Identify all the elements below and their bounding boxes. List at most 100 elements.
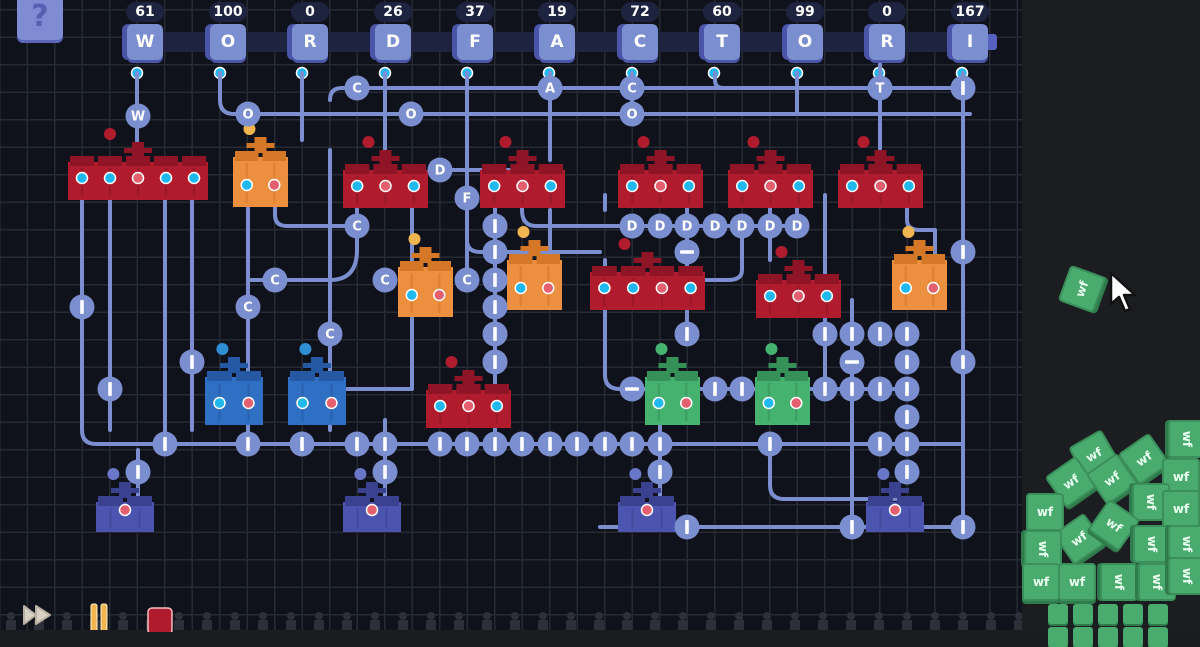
- input-port[interactable]: [405, 288, 418, 302]
- input-port[interactable]: [240, 178, 253, 192]
- letter-slot-r[interactable]: R: [292, 24, 328, 60]
- letter-slot-c[interactable]: C: [622, 24, 658, 60]
- slot-count: 167: [951, 2, 989, 22]
- output-port[interactable]: [680, 396, 693, 410]
- input-port[interactable]: [763, 289, 777, 303]
- factory-navy[interactable]: [618, 468, 676, 532]
- output-port[interactable]: [764, 179, 777, 193]
- input-port[interactable]: [159, 171, 173, 185]
- factory-red[interactable]: [728, 136, 813, 208]
- input-port[interactable]: [820, 289, 834, 303]
- input-port[interactable]: [75, 171, 89, 185]
- factory-red[interactable]: [618, 136, 703, 208]
- factory-red[interactable]: [480, 136, 565, 208]
- letter-token: [812, 376, 838, 402]
- input-port[interactable]: [296, 396, 309, 410]
- input-port[interactable]: [902, 179, 916, 193]
- input-port[interactable]: [103, 171, 117, 185]
- output-port[interactable]: [462, 399, 475, 413]
- input-port[interactable]: [625, 179, 639, 193]
- letter-slot-f[interactable]: F: [457, 24, 493, 60]
- output-port[interactable]: [888, 503, 902, 517]
- input-port[interactable]: [626, 281, 640, 295]
- input-port[interactable]: [598, 281, 611, 295]
- letter-token: [839, 514, 865, 540]
- word-tile: wf: [1100, 563, 1138, 601]
- input-port[interactable]: [514, 281, 527, 295]
- input-port[interactable]: [490, 399, 504, 413]
- input-port[interactable]: [187, 171, 201, 185]
- factory-navy[interactable]: [96, 468, 154, 532]
- output-port[interactable]: [242, 396, 255, 410]
- input-port[interactable]: [487, 179, 501, 193]
- letter-token: [894, 459, 920, 485]
- input-port[interactable]: [762, 396, 775, 410]
- factory-green[interactable]: [645, 343, 700, 425]
- svg-text:D: D: [765, 220, 776, 235]
- output-port[interactable]: [433, 288, 446, 302]
- output-port[interactable]: [927, 281, 940, 295]
- factory-navy[interactable]: [866, 468, 924, 532]
- output-port[interactable]: [118, 503, 132, 517]
- letter-token: O: [235, 101, 261, 127]
- input-port[interactable]: [213, 396, 226, 410]
- output-port[interactable]: [640, 503, 654, 517]
- factory-orange[interactable]: [507, 226, 562, 310]
- input-port[interactable]: [845, 179, 859, 193]
- pause-button[interactable]: [86, 602, 114, 630]
- output-port[interactable]: [365, 503, 379, 517]
- input-port[interactable]: [682, 179, 696, 193]
- output-port[interactable]: [379, 179, 392, 193]
- output-port[interactable]: [516, 179, 529, 193]
- input-port[interactable]: [433, 399, 447, 413]
- input-port[interactable]: [735, 179, 749, 193]
- letter-slot-d[interactable]: D: [375, 24, 411, 60]
- letter-token: [289, 431, 315, 457]
- output-port[interactable]: [268, 178, 281, 192]
- factory-blue[interactable]: [288, 343, 346, 425]
- output-port[interactable]: [654, 179, 667, 193]
- input-port[interactable]: [652, 396, 665, 410]
- letter-slot-o[interactable]: O: [210, 24, 246, 60]
- output-port[interactable]: [655, 281, 669, 295]
- input-port[interactable]: [407, 179, 421, 193]
- letter-slot-i[interactable]: I: [952, 24, 988, 60]
- letter-slot-o[interactable]: O: [787, 24, 823, 60]
- letter-slot-t[interactable]: T: [704, 24, 740, 60]
- factory-blue[interactable]: [205, 343, 263, 425]
- factory-orange[interactable]: [892, 226, 947, 310]
- letter-slot-a[interactable]: A: [539, 24, 575, 60]
- input-port[interactable]: [684, 281, 697, 295]
- factory-red[interactable]: [426, 356, 511, 428]
- factory-red[interactable]: [343, 136, 428, 208]
- letter-token: [757, 431, 783, 457]
- input-port[interactable]: [544, 179, 558, 193]
- factory-red[interactable]: [756, 246, 841, 318]
- letter-token: D: [702, 213, 728, 239]
- input-port[interactable]: [350, 179, 364, 193]
- letter-slot-r[interactable]: R: [869, 24, 905, 60]
- input-port[interactable]: [899, 281, 912, 295]
- factory-red[interactable]: [838, 136, 923, 208]
- output-port[interactable]: [790, 396, 803, 410]
- output-port[interactable]: [325, 396, 338, 410]
- output-port[interactable]: [131, 171, 145, 185]
- factory-red-large[interactable]: [68, 128, 208, 200]
- output-port[interactable]: [542, 281, 555, 295]
- factory-green[interactable]: [755, 343, 810, 425]
- slot-count: 99: [786, 2, 824, 22]
- stop-button[interactable]: [146, 606, 174, 632]
- factory-orange[interactable]: [233, 123, 288, 207]
- input-port[interactable]: [792, 179, 806, 193]
- factory-navy[interactable]: [343, 468, 401, 532]
- fast-forward-button[interactable]: [20, 600, 60, 630]
- svg-text:T: T: [876, 82, 885, 97]
- factory-red-large[interactable]: [590, 238, 705, 310]
- factory-orange[interactable]: [398, 233, 453, 317]
- letter-token: [619, 376, 645, 402]
- help-button[interactable]: ?: [17, 0, 63, 40]
- letter-slot-w[interactable]: W: [127, 24, 163, 60]
- output-port[interactable]: [874, 179, 887, 193]
- output-port[interactable]: [792, 289, 805, 303]
